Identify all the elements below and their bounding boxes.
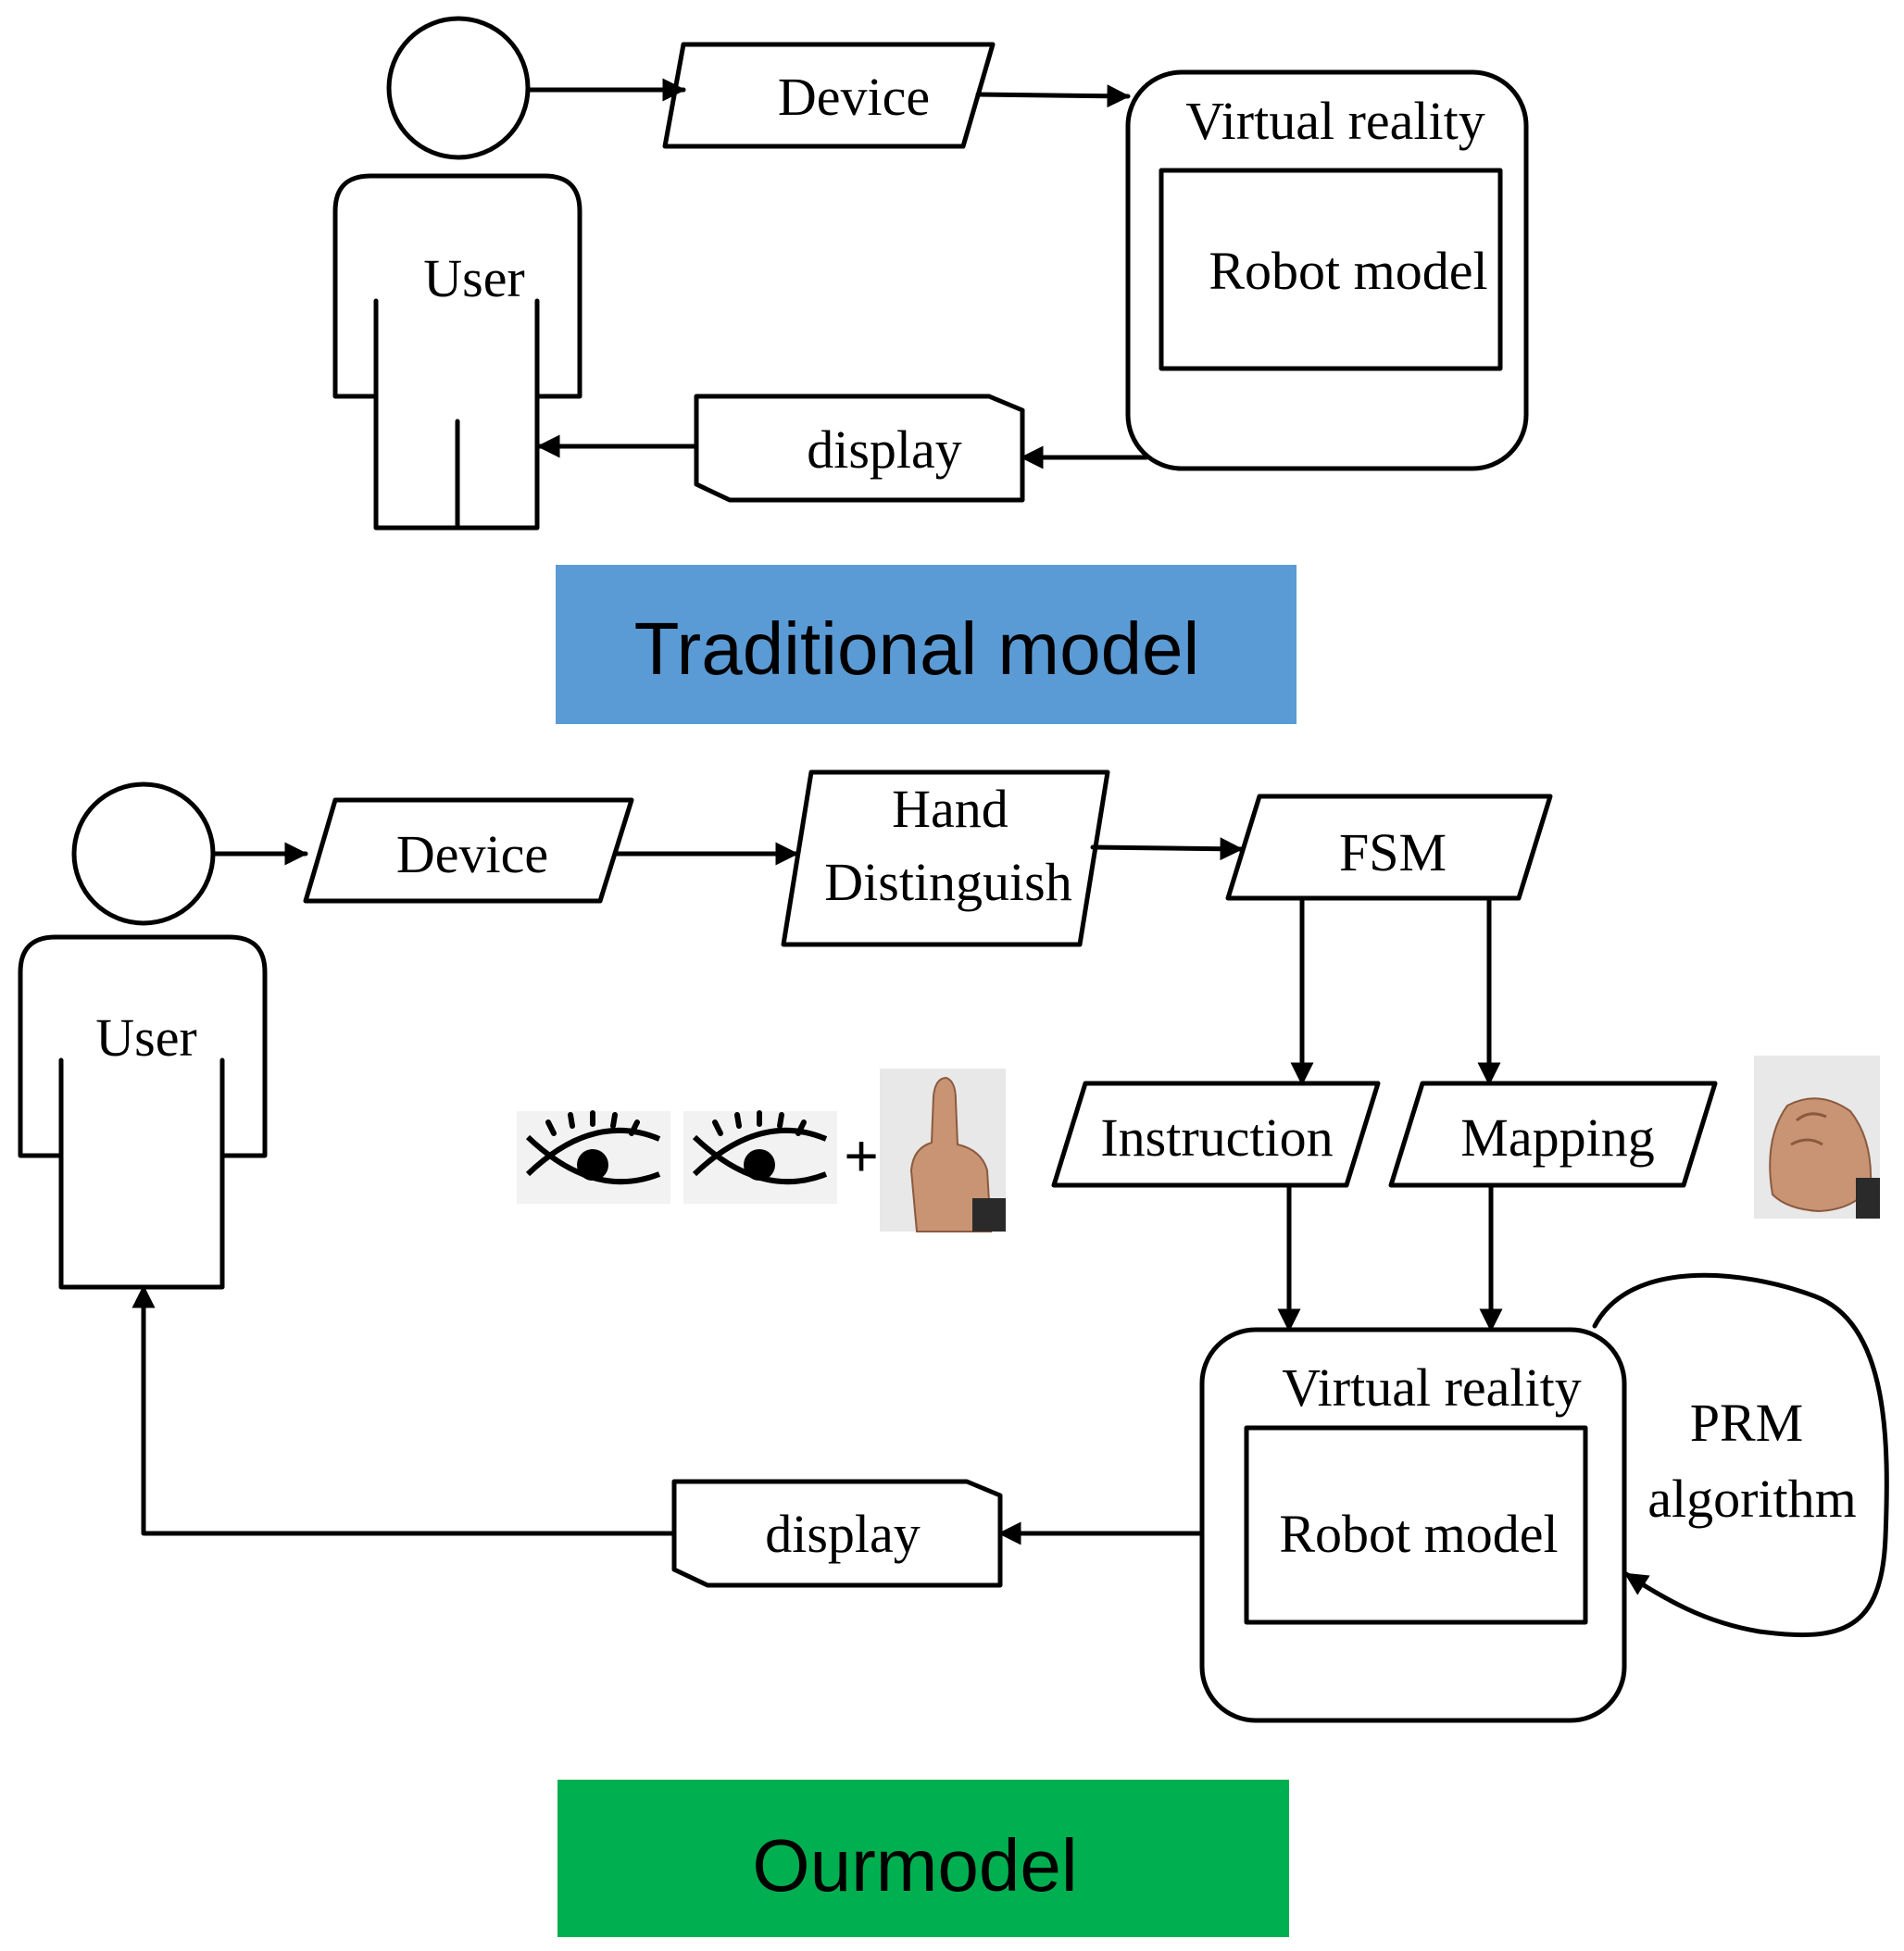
plus-sign: + (844, 1122, 878, 1189)
device-shape (303, 797, 634, 904)
banner-background (557, 1780, 1289, 1937)
device-label: Device (778, 67, 930, 127)
mapping-shape (1388, 1081, 1718, 1188)
instruction-label: Instruction (1100, 1107, 1333, 1168)
eye-icon (683, 1110, 837, 1204)
instruction-shape (1051, 1081, 1381, 1188)
robot-model-box (1159, 168, 1503, 371)
user-label: User (423, 248, 525, 308)
fsm-label: FSM (1339, 822, 1447, 882)
arrow-hand-to-fsm (1090, 837, 1244, 861)
user-figure-ours: User (18, 782, 268, 1290)
device-node-ours: Device (303, 797, 634, 904)
display-label: display (765, 1504, 921, 1564)
robot-model-label: Robot model (1279, 1504, 1558, 1564)
mapping-label: Mapping (1460, 1107, 1654, 1168)
banner-background (556, 565, 1296, 724)
instruction-node: Instruction (1051, 1081, 1381, 1188)
virtual-reality-label: Virtual reality (1282, 1357, 1581, 1418)
device-label: Device (396, 824, 548, 884)
display-shape (671, 1479, 1003, 1588)
device-node-traditional: Device (662, 42, 996, 149)
user-head (71, 782, 216, 926)
our-model-banner: Ourmodel (557, 1780, 1289, 1937)
virtual-reality-node-traditional: Virtual reality Robot model (1125, 69, 1529, 471)
display-node-ours: display (671, 1479, 1003, 1588)
traditional-model-banner: Traditional model (556, 565, 1296, 724)
user-body (18, 934, 268, 1290)
robot-model-box (1244, 1425, 1588, 1625)
hand-distinguish-shape (781, 769, 1110, 947)
device-shape (662, 42, 996, 149)
hand-distinguish-label-line1: Hand (892, 779, 1008, 839)
display-node-traditional: display (694, 394, 1025, 503)
prm-label-line2: algorithm (1647, 1469, 1857, 1529)
banner-label: Traditional model (634, 607, 1200, 690)
prm-loop-arrow (1592, 1272, 1889, 1638)
banner-label: Ourmodel (752, 1824, 1077, 1907)
hand-distinguish-label-line2: Distinguish (824, 852, 1072, 912)
robot-model-label: Robot model (1209, 241, 1487, 301)
pointing-hand-photo (880, 1069, 1006, 1232)
our-model: User Device Hand Distinguish FSM Instruc… (18, 769, 1889, 1937)
user-head (386, 16, 531, 160)
eye-icon (517, 1110, 670, 1204)
virtual-reality-node-ours: Virtual reality Robot model (1199, 1327, 1627, 1723)
arrow-display-to-user (132, 1284, 677, 1536)
display-label: display (807, 419, 962, 480)
traditional-model: User Device Virtual reality Robot model … (332, 16, 1529, 724)
virtual-reality-label: Virtual reality (1185, 91, 1484, 151)
arrow-device-to-vr (975, 84, 1131, 108)
user-body (332, 173, 582, 531)
fsm-node: FSM (1225, 794, 1553, 901)
fist-hand-photo (1754, 1056, 1880, 1219)
hand-distinguish-node: Hand Distinguish (781, 769, 1110, 947)
display-shape (694, 394, 1025, 503)
user-figure-traditional: User (332, 16, 582, 531)
prm-algorithm-loop: PRM algorithm (1592, 1272, 1889, 1638)
mapping-node: Mapping (1388, 1081, 1718, 1188)
user-label: User (95, 1007, 197, 1068)
prm-label-line1: PRM (1690, 1393, 1804, 1453)
fsm-shape (1225, 794, 1553, 901)
